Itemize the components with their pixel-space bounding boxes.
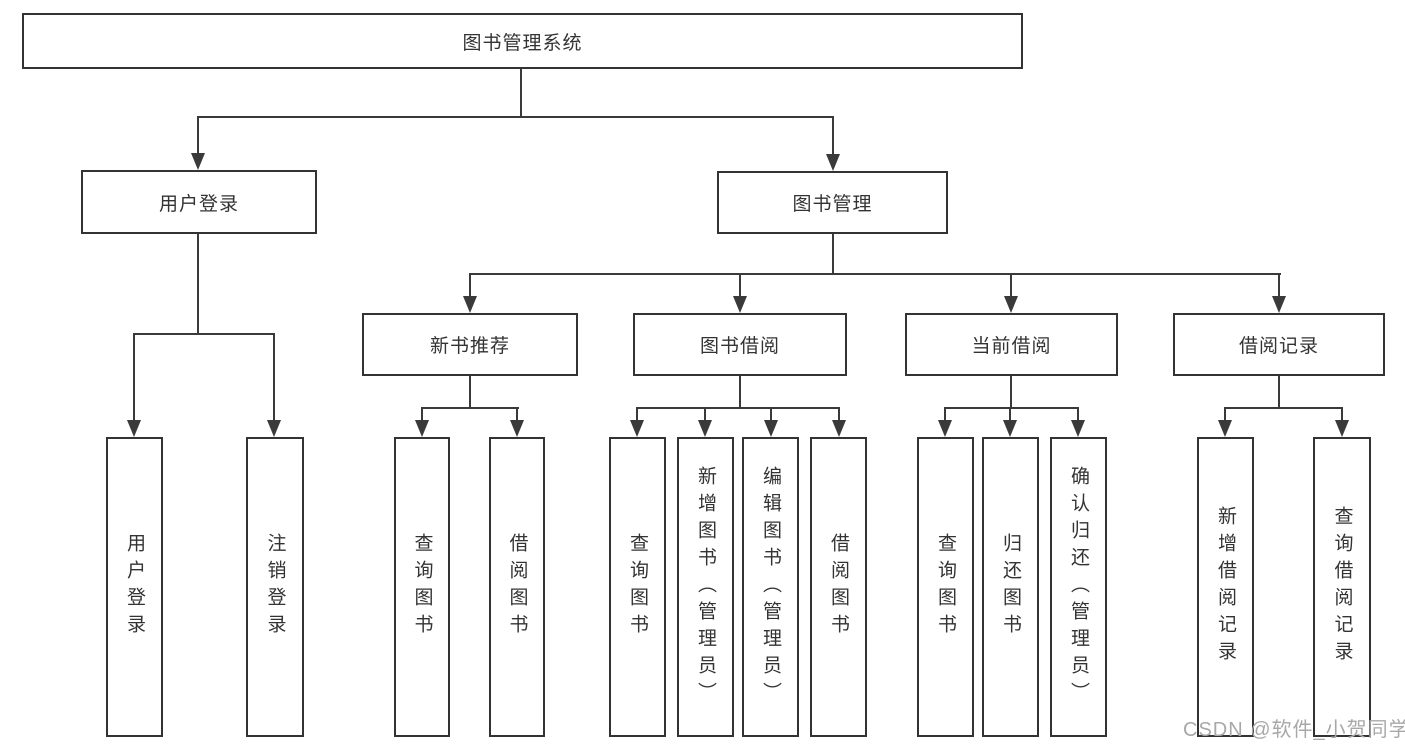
arrow-down-icon	[832, 420, 846, 437]
connector-drop-leaf	[1077, 407, 1079, 420]
connector-current-borrow-stem	[1010, 376, 1012, 409]
node-label: 当前借阅	[971, 336, 1052, 357]
leaf-return-books: 归还图书	[982, 437, 1039, 737]
connector-drop-user-login	[197, 116, 199, 153]
leaf-query-borrow-record: 查询借阅记录	[1313, 437, 1371, 737]
connector-drop-borrow-records	[1278, 273, 1280, 296]
arrow-down-icon	[698, 420, 712, 437]
node-label: 编辑图书（管理员）	[760, 465, 781, 709]
node-label: 注销登录	[264, 533, 286, 641]
arrow-down-icon	[1071, 420, 1085, 437]
connector-root-bar	[197, 116, 834, 118]
node-label: 用户登录	[158, 193, 239, 215]
arrow-down-icon	[1335, 420, 1349, 437]
node-label: 查询借阅记录	[1331, 506, 1353, 668]
leaf-borrow-books-recommend: 借阅图书	[489, 437, 545, 737]
connector-book-borrow-stem	[739, 376, 741, 409]
node-label: 用户登录	[124, 533, 145, 641]
leaf-edit-books-admin: 编辑图书（管理员）	[742, 437, 799, 737]
arrow-down-icon	[415, 420, 429, 437]
arrow-down-icon	[630, 420, 644, 437]
connector-user-login-stem	[197, 234, 199, 335]
leaf-user-login: 用户登录	[106, 437, 163, 737]
leaf-add-borrow-record: 新增借阅记录	[1197, 437, 1254, 737]
node-label: 查询图书	[627, 533, 648, 641]
node-borrowing-records: 借阅记录	[1173, 313, 1385, 376]
connector-drop-leaf	[133, 333, 135, 420]
node-label: 新增借阅记录	[1215, 506, 1236, 668]
arrow-down-icon	[463, 296, 477, 313]
arrow-down-icon	[1003, 420, 1017, 437]
node-label: 图书管理系统	[462, 32, 583, 54]
arrow-down-icon	[733, 296, 747, 313]
arrow-down-icon	[1218, 420, 1232, 437]
connector-drop-leaf	[770, 407, 772, 420]
node-label: 确认归还（管理员）	[1068, 465, 1089, 709]
connector-drop-current-borrow	[1010, 273, 1012, 296]
connector-borrow-records-stem	[1278, 376, 1280, 409]
arrow-down-icon	[1004, 296, 1018, 313]
node-label: 借阅图书	[506, 533, 528, 641]
node-label: 新书推荐	[429, 336, 510, 357]
node-label: 归还图书	[1000, 533, 1021, 641]
connector-book-borrow-bar	[636, 407, 840, 409]
leaf-borrow-books: 借阅图书	[810, 437, 867, 737]
connector-drop-leaf	[636, 407, 638, 420]
arrow-down-icon	[1272, 296, 1286, 313]
node-label: 图书借阅	[699, 336, 780, 357]
connector-current-borrow-bar	[944, 407, 1079, 409]
leaf-query-books-recommend: 查询图书	[394, 437, 450, 737]
connector-drop-leaf	[1009, 407, 1011, 420]
arrow-down-icon	[267, 420, 281, 437]
leaf-confirm-return-admin: 确认归还（管理员）	[1050, 437, 1107, 737]
connector-root-stem	[520, 69, 522, 118]
node-user-login: 用户登录	[81, 170, 317, 234]
connector-drop-book-mgmt	[832, 116, 834, 154]
arrow-down-icon	[826, 154, 840, 171]
connector-drop-leaf	[273, 333, 275, 420]
connector-drop-leaf	[1341, 407, 1343, 420]
arrow-down-icon	[127, 420, 141, 437]
node-label: 借阅图书	[828, 533, 849, 641]
node-book-management: 图书管理	[717, 171, 948, 234]
node-new-book-recommend: 新书推荐	[362, 313, 578, 376]
connector-borrow-records-bar	[1224, 407, 1343, 409]
arrow-down-icon	[938, 420, 952, 437]
connector-book-mgmt-stem	[832, 234, 834, 275]
connector-drop-book-borrow	[739, 273, 741, 296]
connector-drop-leaf	[421, 407, 423, 420]
arrow-down-icon	[191, 153, 205, 170]
connector-drop-leaf	[1224, 407, 1226, 420]
leaf-query-books-borrowing: 查询图书	[609, 437, 666, 737]
node-label: 查询图书	[411, 533, 433, 641]
connector-drop-leaf	[944, 407, 946, 420]
arrow-down-icon	[510, 420, 524, 437]
leaf-query-books-current: 查询图书	[917, 437, 974, 737]
node-label: 图书管理	[792, 194, 873, 215]
leaf-logout: 注销登录	[246, 437, 304, 737]
connector-drop-leaf	[838, 407, 840, 420]
connector-book-mgmt-bar	[469, 273, 1281, 275]
node-label: 查询图书	[935, 533, 956, 641]
connector-drop-leaf	[516, 407, 518, 420]
arrow-down-icon	[764, 420, 778, 437]
watermark: CSDN @软件_小贺同学	[1183, 719, 1405, 741]
connector-new-book-bar	[421, 407, 519, 409]
node-current-borrowing: 当前借阅	[905, 313, 1118, 376]
connector-new-book-stem	[469, 376, 471, 409]
node-label: 借阅记录	[1238, 336, 1319, 357]
node-book-borrowing: 图书借阅	[633, 313, 847, 376]
connector-drop-new-book	[469, 273, 471, 296]
node-library-management-system: 图书管理系统	[22, 13, 1023, 69]
connector-drop-leaf	[704, 407, 706, 420]
leaf-add-books-admin: 新增图书（管理员）	[677, 437, 734, 737]
node-label: 新增图书（管理员）	[695, 465, 716, 709]
connector-user-login-bar	[133, 333, 275, 335]
